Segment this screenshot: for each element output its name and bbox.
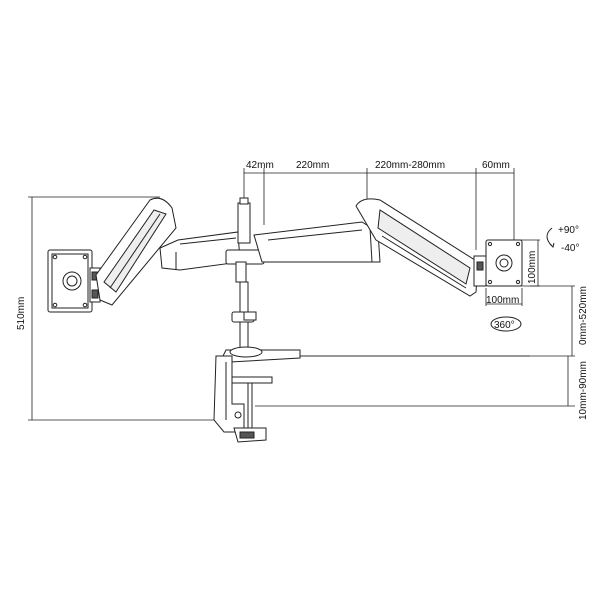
dim-220-280mm: 220mm-280mm	[375, 160, 445, 171]
right-gas-spring-arm	[253, 198, 479, 297]
center-pole	[225, 197, 265, 353]
dim-220mm: 220mm	[296, 160, 329, 171]
rotation-label: 360°	[494, 320, 515, 331]
dim-10-90mm: 10mm-90mm	[578, 361, 589, 420]
dim-vesa-height: 100mm	[527, 251, 538, 284]
tilt-down-label: -40°	[561, 243, 579, 254]
right-tilt-joint	[473, 255, 487, 287]
rotation-icon: 360°	[490, 316, 522, 332]
left-gas-spring-arm	[95, 197, 241, 306]
desk-clamp	[213, 346, 301, 443]
dim-510mm: 510mm	[16, 297, 27, 330]
dim-60mm: 60mm	[482, 160, 510, 171]
left-vesa-plate	[47, 249, 93, 313]
dim-vesa-width: 100mm	[486, 295, 519, 306]
right-vesa-plate	[485, 239, 523, 287]
dim-0-520mm: 0mm-520mm	[578, 286, 589, 345]
tilt-up-label: +90°	[558, 225, 579, 236]
dim-42mm: 42mm	[246, 160, 274, 171]
tilt-arrow-icon	[546, 227, 553, 247]
